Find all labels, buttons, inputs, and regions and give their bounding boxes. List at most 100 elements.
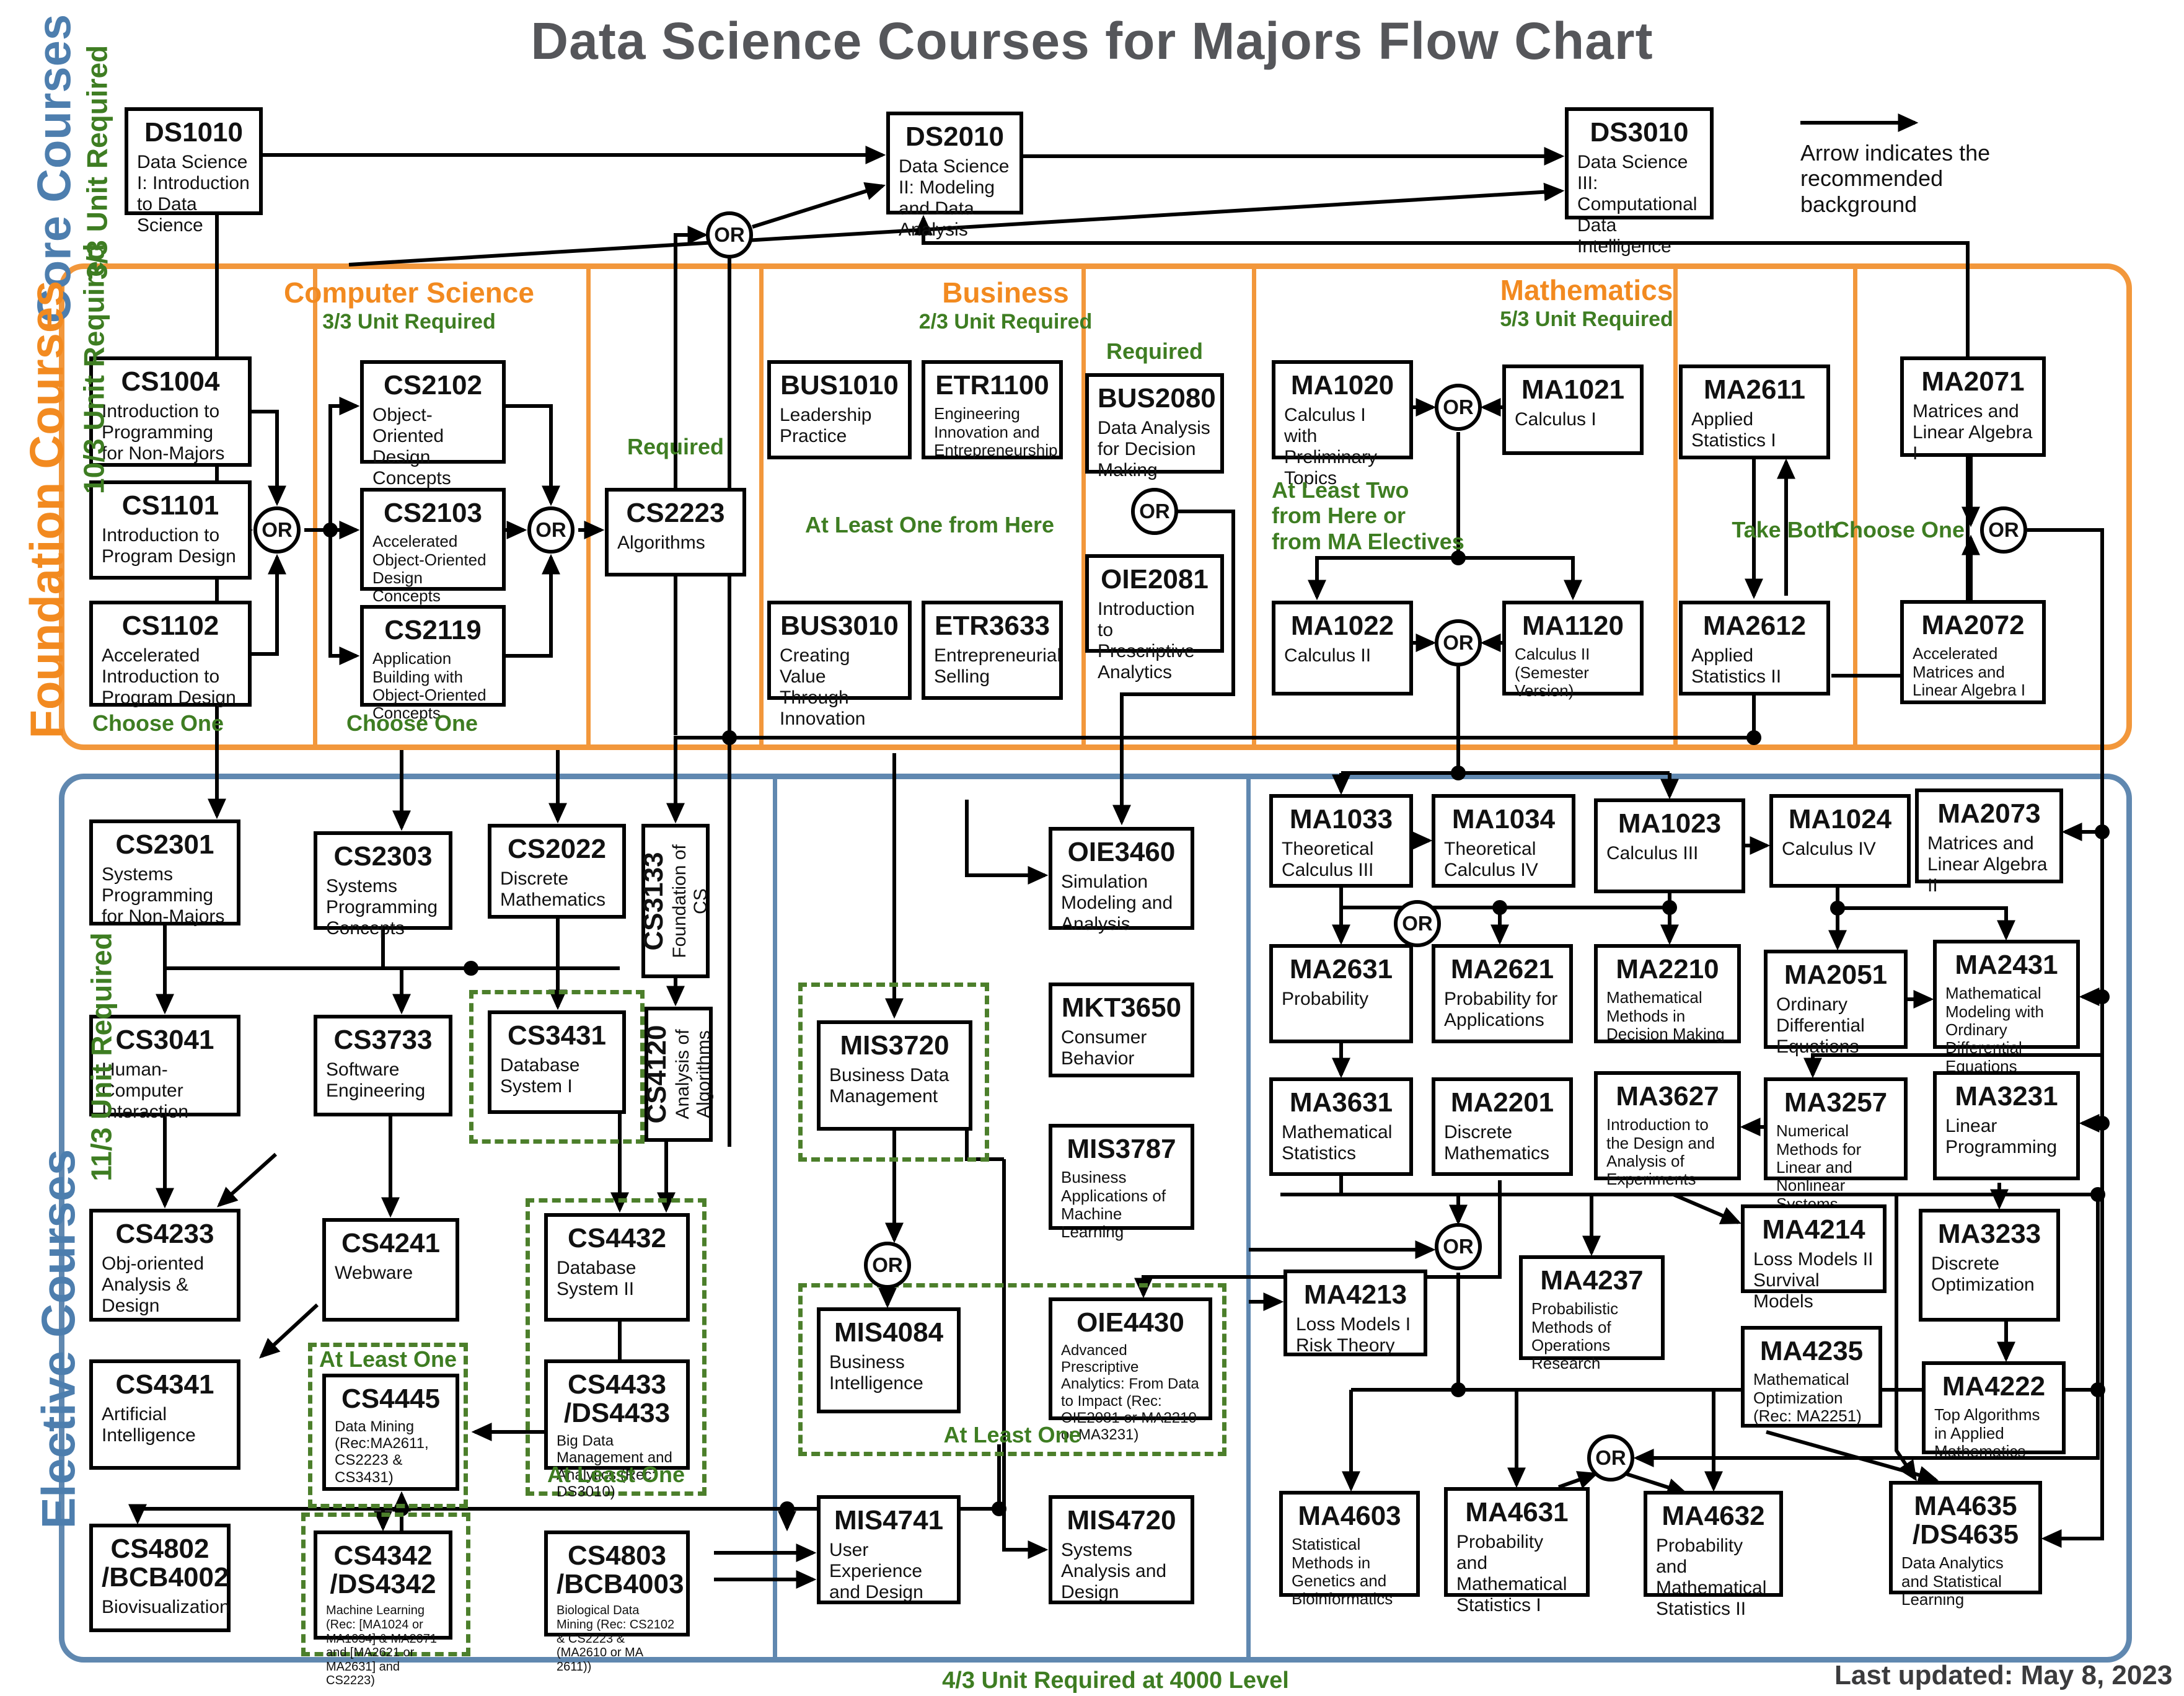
group-label-2: At Least One <box>319 1346 457 1372</box>
course-title: Calculus III <box>1606 843 1699 864</box>
course-code: CS4342 /DS4342 <box>330 1540 436 1600</box>
course-code: MA4632 <box>1662 1501 1765 1531</box>
course-title: Data Analysis for Decision Making <box>1098 418 1210 480</box>
side-label-3: 10/3 Unit Required <box>77 244 110 494</box>
course-title: Statistical Methods in Genetics and Bioi… <box>1292 1535 1393 1609</box>
course-title: Discrete Mathematics <box>500 868 606 911</box>
course-code: MA4603 <box>1298 1501 1401 1531</box>
junction-dot-19 <box>2090 1382 2105 1397</box>
course-title: Object-Oriented Design Concepts <box>372 405 451 488</box>
course-code: MA2612 <box>1702 611 1807 641</box>
side-label-4: Elective Courses <box>32 1149 86 1529</box>
business-math-divider <box>1252 263 1256 750</box>
course-title: Mathematical Methods in Decision Making <box>1606 988 1725 1043</box>
course-code: CS4341 <box>115 1369 214 1400</box>
edge-100 <box>1633 1195 2100 1467</box>
course-code: DS1010 <box>144 117 243 148</box>
edge-92 <box>1672 1193 1741 1224</box>
course-title: Consumer Behavior <box>1061 1027 1147 1069</box>
junction-dot-11 <box>1492 900 1507 915</box>
course-code: CS4233 <box>115 1219 214 1249</box>
course-code: MA4631 <box>1465 1497 1569 1527</box>
course-code: MKT3650 <box>1061 992 1182 1023</box>
course-title: Mathematical Statistics <box>1282 1122 1393 1164</box>
course-title: Calculus I with Preliminary Topics <box>1284 405 1378 488</box>
course-code: CS2103 <box>383 498 482 528</box>
course-code: MA1020 <box>1290 370 1394 400</box>
course-title: Discrete Optimization <box>1931 1253 2035 1296</box>
course-code: OIE3460 <box>1067 837 1176 867</box>
course-title: Calculus II <box>1284 645 1372 666</box>
course-code: ETR3633 <box>935 611 1050 641</box>
or-node-9: OR <box>1435 1223 1482 1270</box>
course-title: Matrices and Linear Algebra II <box>1927 833 2048 896</box>
junction-dot-14 <box>2095 824 2110 839</box>
elective-mis-ma-divider <box>1246 774 1251 1663</box>
course-title: Simulation Modeling and Analysis <box>1061 872 1173 934</box>
math-stats-divider <box>1673 263 1678 750</box>
course-code: CS4432 <box>567 1223 666 1253</box>
group-label-1: At Least One <box>547 1462 685 1487</box>
course-title: Probability and Mathematical Statistics … <box>1456 1532 1567 1615</box>
course-title: Applied Statistics II <box>1691 645 1782 687</box>
course-code: DS2010 <box>905 121 1004 152</box>
junction-dot-15 <box>2095 989 2110 1004</box>
junction-dot-17 <box>2090 1187 2105 1202</box>
course-code: CS2102 <box>383 370 482 400</box>
course-code: CS2303 <box>333 841 433 872</box>
course-title: Probability <box>1282 989 1369 1010</box>
course-title: Discrete Mathematics <box>1444 1122 1550 1164</box>
or-node-0: OR <box>706 211 753 258</box>
course-code: CS3431 <box>507 1020 606 1051</box>
course-code: OIE2081 <box>1101 564 1209 594</box>
course-code: MA2210 <box>1616 954 1719 984</box>
course-title: Engineering Innovation and Entrepreneurs… <box>934 404 1058 459</box>
course-title: Mathematical Optimization (Rec: MA2251) <box>1753 1370 1862 1425</box>
course-code: MA3631 <box>1289 1087 1393 1118</box>
junction-dot-1 <box>464 961 478 976</box>
course-title: Entrepreneurial Selling <box>934 645 1062 687</box>
course-code: MA2201 <box>1450 1087 1554 1118</box>
course-code: MA2072 <box>1921 610 2025 640</box>
edge-102 <box>1626 1472 1688 1496</box>
course-title: Calculus II (Semester Version) <box>1515 645 1590 700</box>
course-title: Numerical Methods for Linear and Nonline… <box>1776 1121 1862 1213</box>
course-code: MIS3720 <box>840 1030 949 1061</box>
course-code: MA2051 <box>1784 960 1888 990</box>
edge-52 <box>1002 1159 1049 1559</box>
course-code: MA2611 <box>1704 374 1805 405</box>
course-code: MA1120 <box>1522 611 1624 641</box>
foundation-section-border <box>59 263 2132 750</box>
course-title: Linear Programming <box>1945 1116 2058 1158</box>
course-title: Human-Computer Interaction <box>102 1059 189 1122</box>
course-title: Data Analytics and Statistical Learning <box>1901 1553 2004 1609</box>
course-code: CS4803 /BCB4003 <box>557 1540 684 1600</box>
junction-dot-7 <box>780 1501 795 1516</box>
side-label-0: Core Courses <box>28 14 81 324</box>
course-code: BUS3010 <box>780 611 899 641</box>
course-title: Top Algorithms in Applied Mathematics <box>1934 1405 2040 1460</box>
